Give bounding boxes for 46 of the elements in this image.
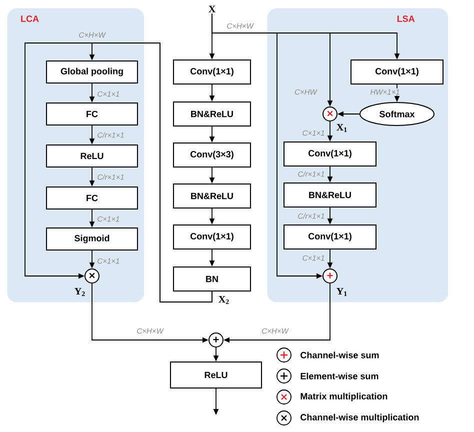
arrow — [209, 167, 215, 184]
process-box: Sigmoid — [46, 228, 138, 250]
process-box: BN&ReLU — [284, 182, 376, 208]
arrow — [338, 111, 360, 117]
variable-label: Y$_{2}$ — [74, 288, 85, 296]
process-box: ReLU — [46, 144, 138, 168]
arrow — [224, 283, 330, 343]
arrow — [327, 166, 333, 182]
arrow — [92, 283, 208, 343]
process-box: Conv(1×1) — [173, 224, 251, 250]
arrow — [24, 42, 212, 302]
process-box: Conv(1×1) — [173, 60, 251, 84]
process-box: FC — [46, 102, 138, 126]
arrow — [327, 207, 333, 224]
variable-label: X — [208, 6, 216, 12]
arrow — [89, 250, 95, 268]
process-box: BN&ReLU — [173, 184, 251, 208]
arrow — [89, 83, 95, 102]
arrow — [89, 125, 95, 144]
arrow — [89, 167, 95, 186]
process-box: Conv(1×1) — [350, 60, 444, 84]
variable-label: X$_{1}$ — [336, 124, 347, 132]
process-box: Conv(3×3) — [173, 142, 251, 168]
arrow — [212, 13, 322, 279]
process-box: Conv(1×1) — [284, 142, 376, 166]
arrow — [89, 209, 95, 228]
legend-label: Channel-wise sum — [300, 352, 379, 358]
arrow — [213, 347, 219, 362]
process-box: FC — [46, 186, 138, 210]
process-box: BN — [173, 266, 251, 292]
arrow — [209, 126, 215, 142]
arrow — [327, 121, 333, 142]
variable-label: Y$_{1}$ — [336, 288, 347, 296]
process-box: BN&ReLU — [173, 102, 251, 126]
variable-label: X$_{2}$ — [218, 296, 229, 304]
arrow — [327, 249, 333, 268]
process-box: ReLU — [170, 362, 262, 388]
arrow — [213, 388, 219, 415]
process-box: Conv(1×1) — [284, 224, 376, 250]
legend-label: Channel-wise multiplication — [300, 414, 419, 422]
process-box: Global pooling — [46, 60, 138, 84]
legend-label: Element-wise sum — [300, 372, 378, 380]
arrow — [209, 249, 215, 266]
legend-label: Matrix multiplication — [300, 392, 388, 402]
arrow — [209, 208, 215, 224]
arrow — [209, 84, 215, 102]
